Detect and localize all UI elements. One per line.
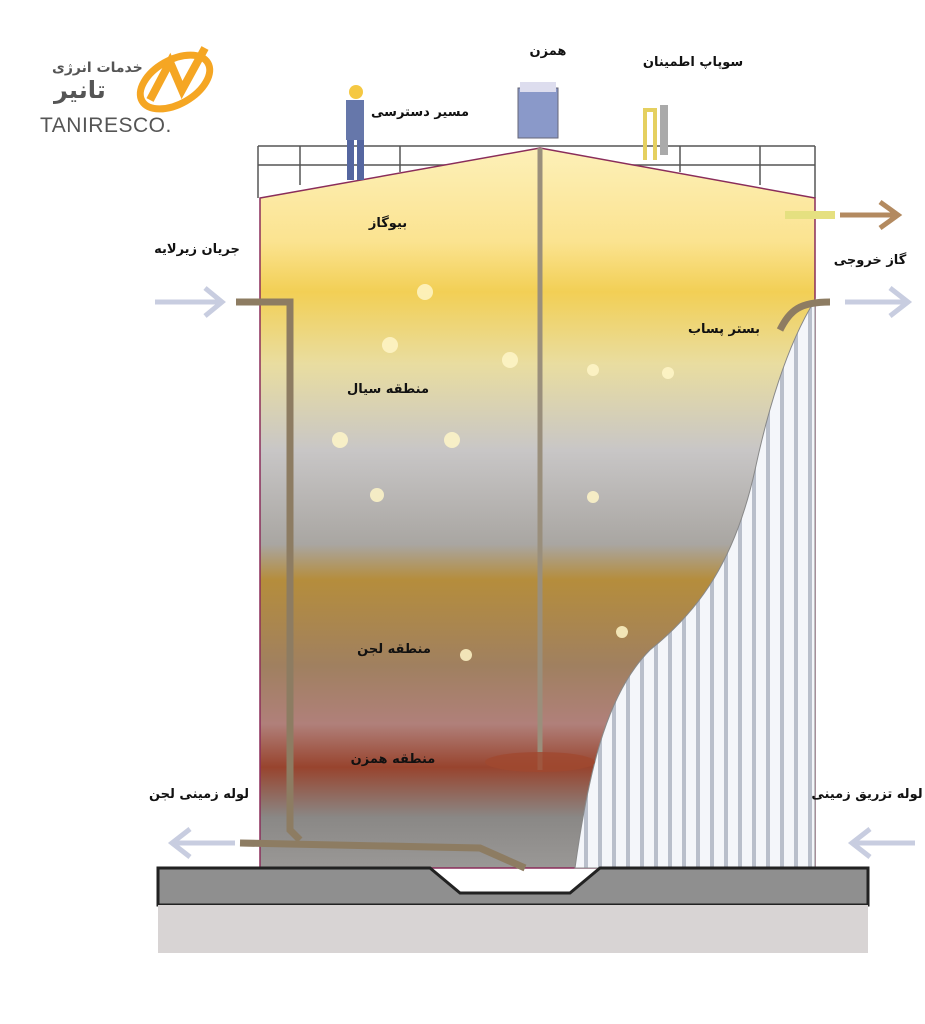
injection-in-arrow (847, 827, 915, 859)
foundation (156, 866, 870, 907)
effluent-out-arrow (845, 286, 913, 318)
logo-text-persian-name: تانیر (54, 76, 106, 104)
label-mixer-top: همزن (529, 44, 567, 59)
label-effluent-bed: بستر پساب (687, 322, 761, 337)
gas-bubbles (332, 284, 674, 661)
label-sludge-floor-pipe: لوله زمینی لجن (148, 787, 250, 802)
substrate-inflow-arrow (155, 286, 226, 318)
label-substrate-flow: جریان زیرلایه (154, 242, 240, 257)
label-access-path: مسیر دسترسی (371, 105, 469, 120)
worker-figure (346, 85, 364, 180)
label-gas-outlet: گاز خروجی (833, 253, 907, 268)
gas-out-arrow (840, 199, 903, 231)
mixer-motor (517, 87, 559, 139)
safety-valve (643, 108, 657, 160)
label-biogas: بیوگاز (368, 216, 408, 231)
sludge-floor-pipe (239, 839, 527, 872)
logo-text-persian-subtitle: خدمات انرژی (52, 60, 143, 76)
logo-mark (136, 46, 214, 113)
label-liquid-zone: منطقه سیال (346, 382, 430, 397)
ground (158, 905, 868, 953)
substrate-inlet-pipe (236, 298, 303, 843)
mixer-impeller (485, 752, 595, 772)
label-floor-injection-pipe: لوله تزریق زمینی (811, 787, 923, 802)
sludge-out-arrow (167, 827, 235, 859)
effluent-pipe (776, 298, 831, 332)
tank-wall-cutaway (574, 298, 816, 869)
label-mixing-zone: منطقه همزن (350, 752, 436, 767)
label-safety-valve: سوپاپ اطمینان (642, 55, 744, 70)
label-sludge-zone: منطقه لجن (357, 642, 431, 657)
logo-text-english: TANIRESCO. (40, 114, 172, 137)
